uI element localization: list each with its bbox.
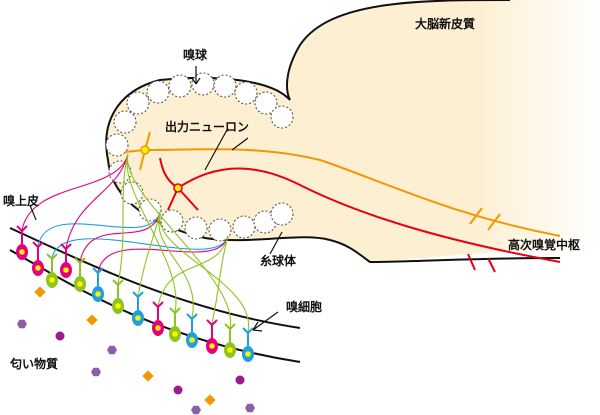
axon (158, 211, 250, 333)
axon (51, 235, 229, 259)
label-epithelium: 嗅上皮 (3, 194, 40, 208)
olfactory-cell-nucleus (227, 347, 233, 353)
axon (158, 211, 194, 319)
olfactory-cell-nucleus (115, 303, 121, 309)
olfactory-cell-nucleus (19, 249, 25, 255)
glomeruli-ring (105, 72, 294, 242)
label-cortex: 大脳新皮質 (415, 17, 476, 31)
axon (21, 153, 129, 231)
output-neuron-red-soma (173, 183, 183, 193)
glomerulus (160, 209, 184, 233)
label-higher-center: 高次嗅覚中枢 (508, 238, 581, 252)
olfactory-cells (16, 225, 254, 362)
glomerulus (184, 216, 208, 240)
axon (65, 153, 129, 249)
odorant-square (204, 394, 216, 406)
glomerulus (113, 110, 137, 134)
olfactory-cell-nucleus (95, 291, 101, 297)
axon (137, 211, 161, 297)
axon (126, 153, 177, 313)
receptor-axons (21, 153, 250, 333)
axon (37, 211, 161, 247)
glomerulus (168, 74, 192, 98)
brain-outline (106, 0, 600, 262)
axon (211, 235, 229, 325)
odorant-square (86, 314, 98, 326)
glomerulus (213, 74, 237, 98)
axon (157, 235, 229, 307)
olfactory-cell-nucleus (172, 331, 178, 337)
olfactory-cell-nucleus (155, 325, 161, 331)
axon (117, 153, 129, 285)
olfactory-cell-nucleus (209, 343, 215, 349)
glomerulus (270, 202, 294, 226)
olfactory-cell-nucleus (135, 315, 141, 321)
odorant-circle (55, 331, 65, 341)
epithelium-lower-line (9, 249, 301, 363)
glomerulus (105, 133, 129, 157)
glomerulus (208, 218, 232, 242)
odorant-circle (173, 385, 183, 395)
olfactory-cell-nucleus (245, 351, 251, 357)
olfactory-cell-nucleus (49, 277, 55, 283)
glomerulus (232, 215, 256, 239)
glomerulus (270, 105, 294, 129)
glomerulus (126, 91, 150, 115)
output-neuron-orange-soma (140, 145, 150, 155)
brain-contour (105, 0, 561, 264)
odorant-hexagon (107, 345, 117, 355)
axon (97, 235, 229, 273)
olfactory-cell-nucleus (63, 267, 69, 273)
olfactory-cell-nucleus (35, 265, 41, 271)
olfactory-cell-nucleus (77, 281, 83, 287)
axon (127, 153, 231, 329)
label-bulb: 嗅球 (183, 48, 208, 62)
olfactory-cell-nucleus (189, 337, 195, 343)
odorant-hexagon (17, 319, 27, 329)
pointer-lines (29, 66, 283, 332)
odorant-molecules (17, 286, 255, 415)
label-glomerulus: 糸球体 (260, 254, 297, 268)
glomerulus (120, 181, 144, 205)
label-odorants: 匂い物質 (10, 357, 59, 371)
odorant-square (142, 370, 154, 382)
odorant-square (34, 286, 46, 298)
odorant-hexagon (245, 403, 255, 413)
label-olfactory-cell: 嗅細胞 (286, 300, 323, 314)
odorant-hexagon (91, 367, 101, 377)
odorant-circle (235, 375, 245, 385)
odorant-hexagon (191, 405, 201, 415)
glomerulus (146, 80, 170, 104)
glomerulus (254, 91, 278, 115)
label-output-neuron: 出力ニューロン (165, 120, 250, 134)
axon (79, 211, 161, 263)
glomerulus (234, 81, 258, 105)
